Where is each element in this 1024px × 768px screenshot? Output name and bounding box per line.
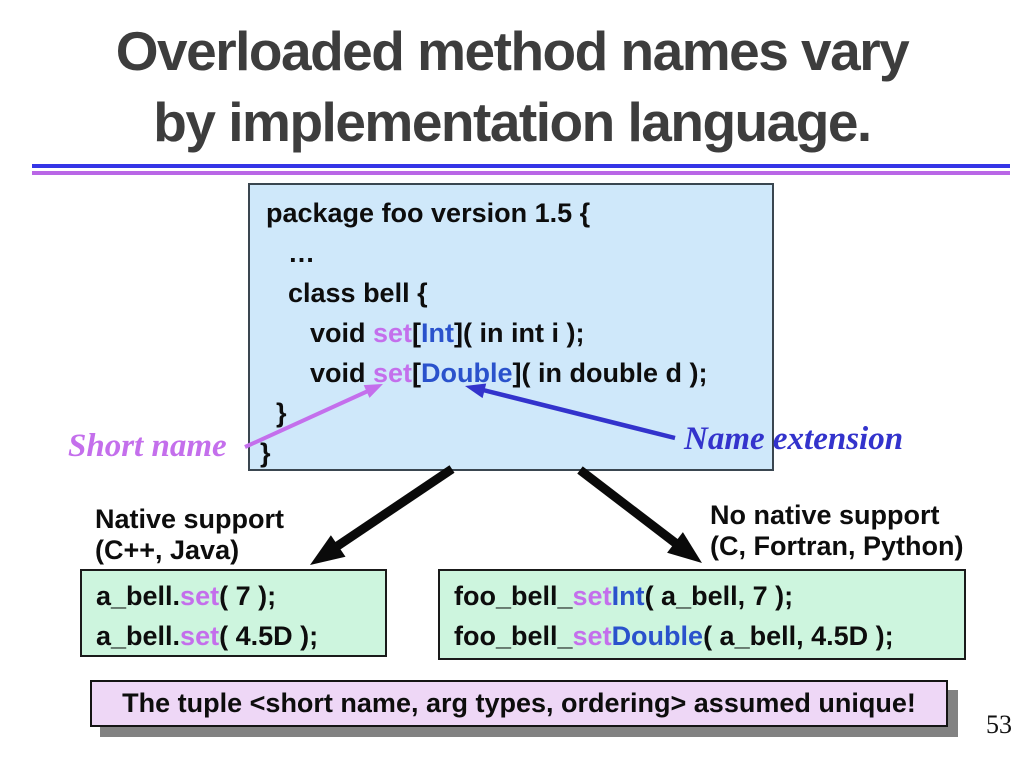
uniqueness-banner-text: The tuple <short name, arg types, orderi… <box>122 688 916 718</box>
no-native-support-line1: No native support <box>710 500 940 530</box>
code-line: void set[Int]( in int i ); <box>310 318 585 348</box>
code-line: } <box>260 438 271 468</box>
short-name-label: Short name <box>68 428 227 464</box>
code-line: … <box>288 238 315 268</box>
code-line: package foo version 1.5 { <box>266 198 591 228</box>
code-line: a_bell.set( 4.5D ); <box>96 621 319 651</box>
code-line: foo_bell_setInt( a_bell, 7 ); <box>454 581 794 611</box>
title-underline-violet <box>32 171 1010 175</box>
no-native-support-line2: (C, Fortran, Python) <box>710 531 964 561</box>
code-line: a_bell.set( 7 ); <box>96 581 277 611</box>
name-extension-label: Name extension <box>684 421 904 457</box>
code-line: foo_bell_setDouble( a_bell, 4.5D ); <box>454 621 894 651</box>
mangled-code-box: foo_bell_setInt( a_bell, 7 ); foo_bell_se… <box>438 569 966 660</box>
native-support-label: Native support (C++, Java) <box>95 504 284 566</box>
code-line: void set[Double]( in double d ); <box>310 358 708 388</box>
title-underline-blue <box>32 164 1010 168</box>
page-number: 53 <box>986 710 1012 739</box>
branch-arrow-right <box>577 466 702 563</box>
native-support-line1: Native support <box>95 504 285 534</box>
native-support-line2: (C++, Java) <box>95 535 240 565</box>
slide-title-line2: by implementation language. <box>153 91 872 153</box>
native-code-box: a_bell.set( 7 ); a_bell.set( 4.5D ); <box>80 569 387 657</box>
slide-title: Overloaded method names vary by implemen… <box>0 16 1024 158</box>
slide-title-line1: Overloaded method names vary <box>115 20 910 82</box>
no-native-support-label: No native support (C, Fortran, Python) <box>710 500 963 562</box>
branch-arrow-left <box>310 465 455 565</box>
uniqueness-banner: The tuple <short name, arg types, orderi… <box>90 680 948 727</box>
code-line: class bell { <box>288 278 428 308</box>
